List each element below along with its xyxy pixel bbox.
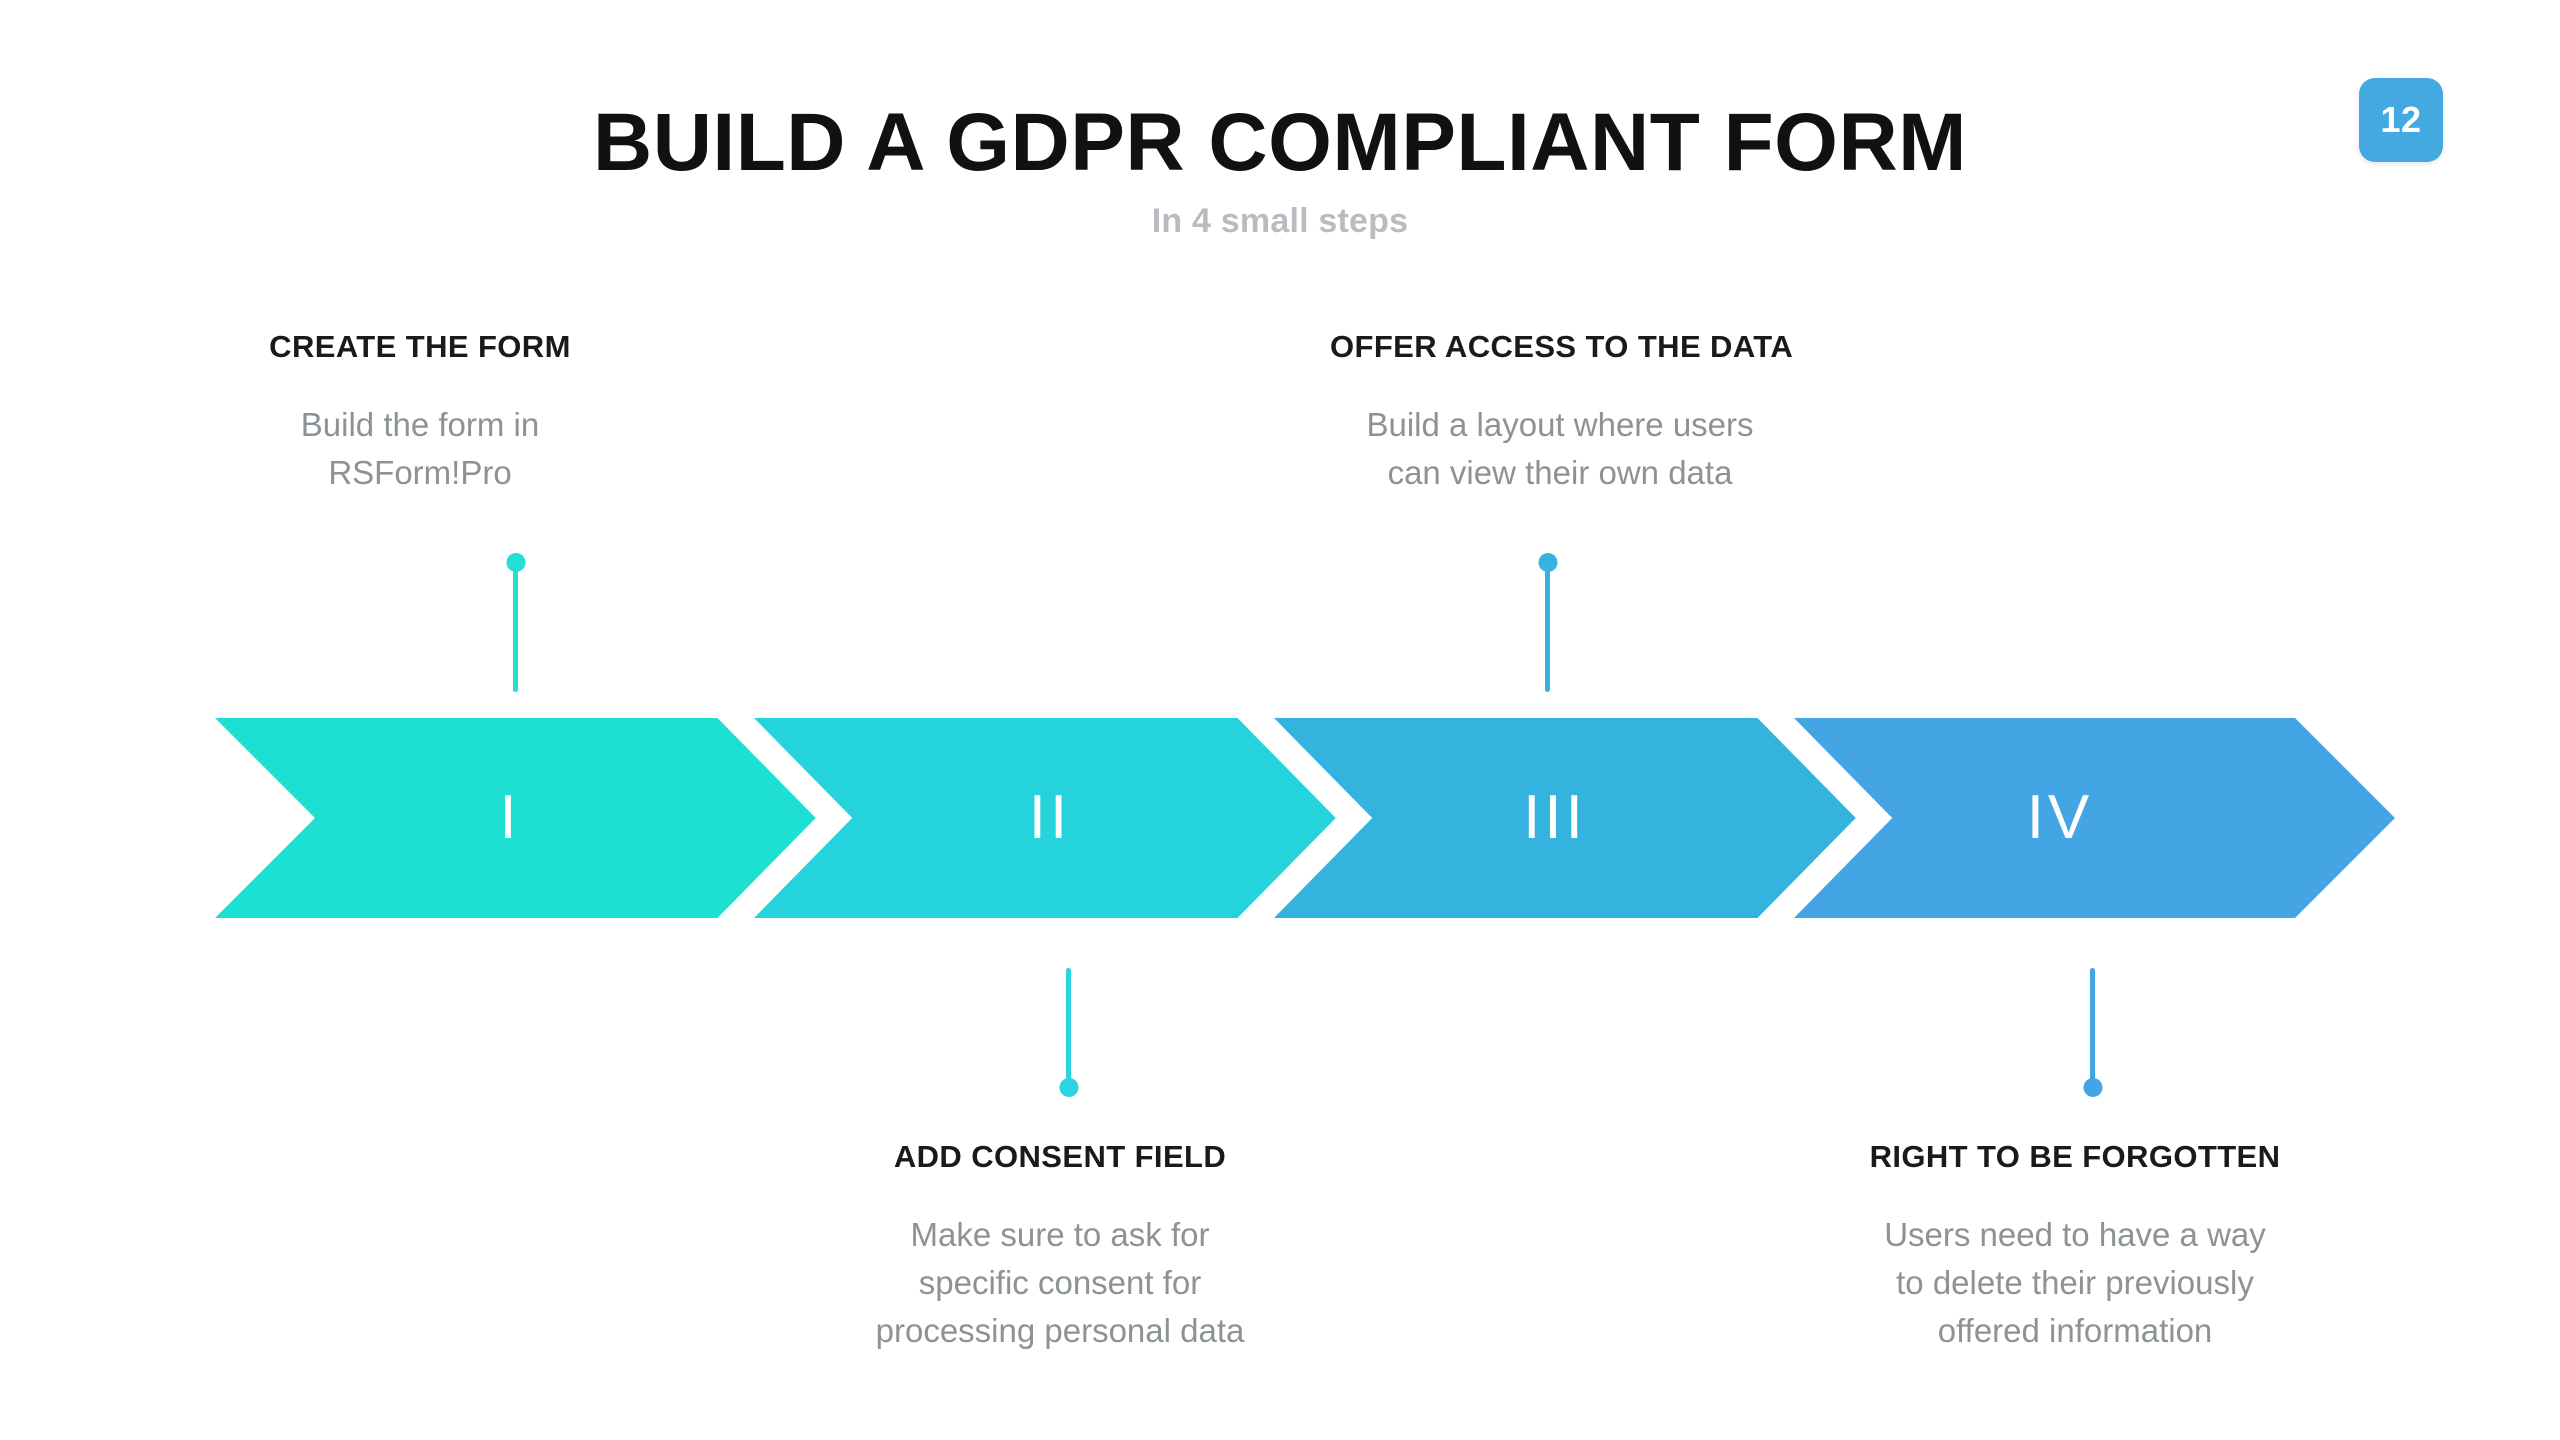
page-subtitle: In 4 small steps [1151,202,1409,240]
page-number-text: 12 [2380,99,2422,140]
step-text-4: RIGHT TO BE FORGOTTEN Users need to have… [1850,1139,2300,1355]
connector-dot [1059,1078,1078,1097]
step-body-line: to delete their previously [1896,1263,2254,1301]
connector-dot [506,553,525,572]
step-body-line: Build the form in [300,406,540,444]
chevron-shape-2[interactable] [735,718,1355,918]
connector-line-4 [2083,968,2102,1097]
connector-line-2 [1059,968,1078,1097]
step-body-line: RSForm!Pro [328,453,512,491]
step-body-line: offered information [1937,1311,2213,1349]
connector-stem [513,562,518,692]
step-heading-3: OFFER ACCESS TO THE DATA [1330,329,1794,364]
step-body-2: Make sure to ask for specific consent fo… [840,1211,1280,1355]
step-body-3: Build a layout where users can view thei… [1330,401,1790,497]
step-text-3: OFFER ACCESS TO THE DATA Build a layout … [1330,329,1794,497]
connector-stem [2090,968,2095,1088]
step-body-4: Users need to have a way to delete their… [1850,1211,2300,1355]
chevron-shape-1[interactable] [215,718,835,918]
chevron-separator [1237,718,1373,918]
connector-line-3 [1538,553,1557,692]
step-body-line: can view their own data [1387,453,1733,491]
page-number-badge: 12 [2359,78,2443,162]
step-body-1: Build the form in RSForm!Pro [210,401,630,497]
step-heading-4: RIGHT TO BE FORGOTTEN [1869,1139,2281,1174]
chevron-separator [717,718,853,918]
chevron-shape-3[interactable] [1255,718,1875,918]
step-heading-1: CREATE THE FORM [269,329,571,364]
step-text-1: CREATE THE FORM Build the form in RSForm… [210,329,630,497]
connector-dot [2083,1078,2102,1097]
step-body-line: processing personal data [875,1311,1245,1349]
connector-stem [1545,562,1550,692]
step-body-line: Build a layout where users [1366,406,1754,444]
chevron-separator [1757,718,1893,918]
step-body-line: Users need to have a way [1884,1216,2266,1254]
step-text-2: ADD CONSENT FIELD Make sure to ask for s… [840,1139,1280,1355]
connector-stem [1066,968,1071,1088]
step-body-line: Make sure to ask for [910,1216,1210,1254]
connector-line-1 [506,553,525,692]
step-heading-2: ADD CONSENT FIELD [893,1139,1227,1174]
connector-dot [1538,553,1557,572]
step-body-line: specific consent for [918,1263,1202,1301]
page-title: BUILD A GDPR COMPLIANT FORM [593,97,1967,188]
chevron-band [0,718,2560,918]
chevron-shape-4[interactable] [1775,718,2395,918]
